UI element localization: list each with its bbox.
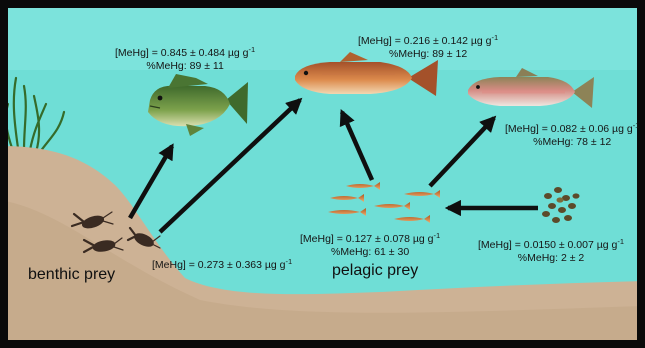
pelagic-fish-percent: %MeHg: 61 ± 30	[300, 246, 440, 259]
zooplankton-percent: %MeHg: 2 ± 2	[478, 252, 624, 265]
bass-percent: %MeHg: 89 ± 11	[115, 60, 255, 73]
benthic-mehg-label: [MeHg] = 0.273 ± 0.363 µg g-1	[152, 256, 292, 272]
pelagic-prey-label: pelagic prey	[332, 262, 418, 280]
lake-trout-mehg-label: [MeHg] = 0.216 ± 0.142 µg g-1 %MeHg: 89 …	[358, 32, 498, 60]
rainbow-trout-concentration: [MeHg] = 0.082 ± 0.06 µg g-1	[505, 120, 639, 136]
unit-exponent: -1	[633, 121, 640, 130]
water-shimmer	[0, 0, 645, 70]
unit-exponent: -1	[492, 33, 499, 42]
pelagic-fish-mehg-label: [MeHg] = 0.127 ± 0.078 µg g-1 %MeHg: 61 …	[300, 230, 440, 258]
zooplankton-concentration: [MeHg] = 0.0150 ± 0.007 µg g-1	[478, 236, 624, 252]
unit-exponent: -1	[249, 45, 256, 54]
lake-trout-percent: %MeHg: 89 ± 12	[358, 48, 498, 61]
lake-trout-concentration: [MeHg] = 0.216 ± 0.142 µg g-1	[358, 32, 498, 48]
unit-exponent: -1	[617, 237, 624, 246]
zooplankton-mehg-label: [MeHg] = 0.0150 ± 0.007 µg g-1 %MeHg: 2 …	[478, 236, 624, 264]
bass-concentration: [MeHg] = 0.845 ± 0.484 µg g-1	[115, 44, 255, 60]
benthic-concentration: [MeHg] = 0.273 ± 0.363 µg g-1	[152, 256, 292, 272]
bass-mehg-label: [MeHg] = 0.845 ± 0.484 µg g-1 %MeHg: 89 …	[115, 44, 255, 72]
rainbow-trout-mehg-label: [MeHg] = 0.082 ± 0.06 µg g-1 %MeHg: 78 ±…	[505, 120, 639, 148]
unit-exponent: -1	[286, 257, 293, 266]
benthic-prey-label: benthic prey	[28, 266, 115, 284]
rainbow-trout-percent: %MeHg: 78 ± 12	[505, 136, 639, 149]
unit-exponent: -1	[434, 231, 441, 240]
pelagic-fish-concentration: [MeHg] = 0.127 ± 0.078 µg g-1	[300, 230, 440, 246]
